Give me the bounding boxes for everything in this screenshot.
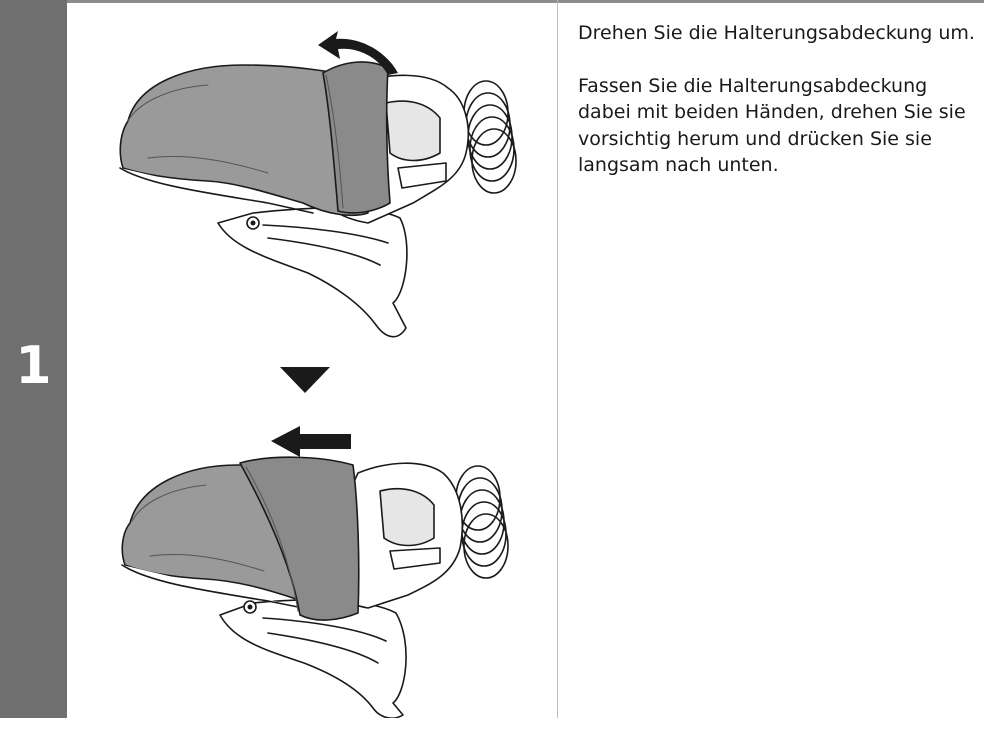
instruction-heading: Drehen Sie die Halterungsabdeckung um. bbox=[578, 20, 978, 47]
column-divider bbox=[557, 0, 558, 718]
figure-svg bbox=[68, 3, 557, 718]
lever-hood-rotating-illustration bbox=[120, 62, 516, 337]
down-triangle-icon bbox=[280, 367, 330, 393]
instructions-column: Drehen Sie die Halterungsabdeckung um. F… bbox=[578, 20, 978, 205]
figure-area bbox=[68, 3, 557, 718]
straight-arrow-left-icon bbox=[271, 426, 351, 457]
step-number: 1 bbox=[0, 336, 67, 396]
instruction-body: Fassen Sie die Halterungsabdeckung dabei… bbox=[578, 73, 978, 179]
lever-hood-pressed-down-illustration bbox=[122, 457, 508, 718]
